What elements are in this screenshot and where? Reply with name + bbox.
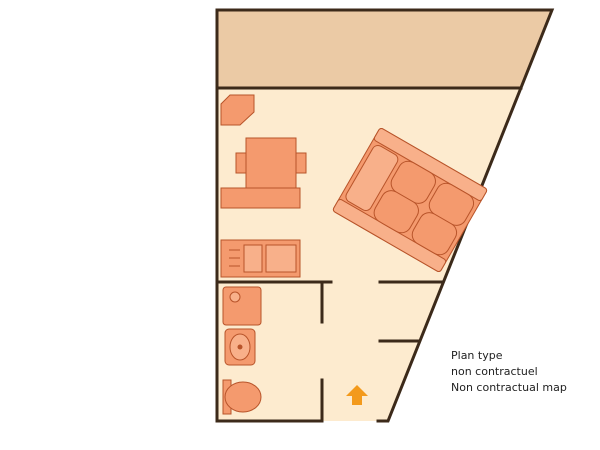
dining-chair-right (295, 152, 307, 174)
terrace-area (217, 10, 552, 88)
disclaimer-note: Plan type non contractuel Non contractua… (451, 348, 567, 396)
dining-table (245, 137, 297, 189)
washbasin (224, 328, 256, 366)
kitchenette (220, 239, 301, 278)
up-arrow-icon (346, 385, 368, 405)
bench (220, 187, 301, 209)
note-line-2: non contractuel (451, 365, 538, 378)
corner-cabinet (220, 94, 255, 126)
note-line-3: Non contractual map (451, 381, 567, 394)
outer-wall (215, 8, 555, 423)
sofa-bed (332, 128, 488, 272)
shower (222, 286, 262, 326)
note-line-1: Plan type (451, 349, 503, 362)
dining-chair-left (235, 152, 247, 174)
toilet (222, 379, 262, 415)
